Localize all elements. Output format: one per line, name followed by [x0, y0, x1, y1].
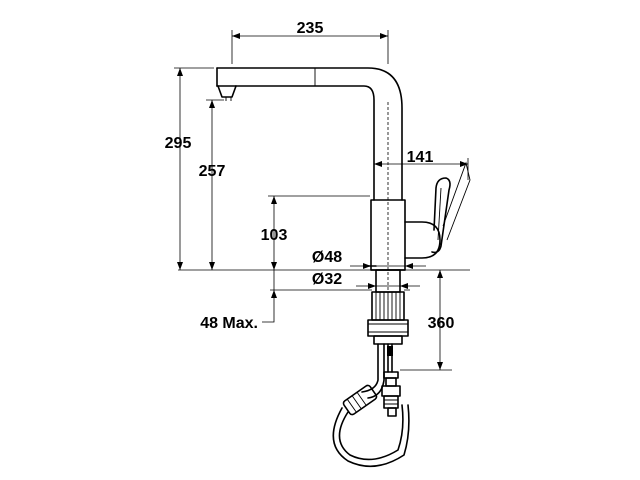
dimension-48max: 48 Max.: [200, 270, 277, 332]
reference-lines: [178, 269, 470, 371]
label-48max: 48 Max.: [200, 315, 258, 332]
label-360: 360: [428, 315, 455, 332]
dimension-dia32: Ø32: [312, 271, 420, 289]
dimension-103: 103: [261, 195, 370, 270]
dimension-360: 360: [428, 270, 455, 370]
dimension-295: 295: [165, 67, 214, 270]
label-257: 257: [199, 163, 226, 180]
label-103: 103: [261, 227, 288, 244]
label-dia48: Ø48: [312, 249, 342, 266]
hoses: [332, 343, 410, 468]
dimension-257: 257: [199, 99, 226, 270]
dimension-141: 141: [374, 149, 469, 180]
faucet-outline: [216, 67, 471, 345]
label-295: 295: [165, 135, 192, 152]
label-141: 141: [407, 149, 434, 166]
label-dia32: Ø32: [312, 271, 342, 288]
dimension-235: 235: [231, 20, 389, 64]
label-235: 235: [297, 20, 324, 37]
dimension-dia48: Ø48: [312, 249, 426, 269]
